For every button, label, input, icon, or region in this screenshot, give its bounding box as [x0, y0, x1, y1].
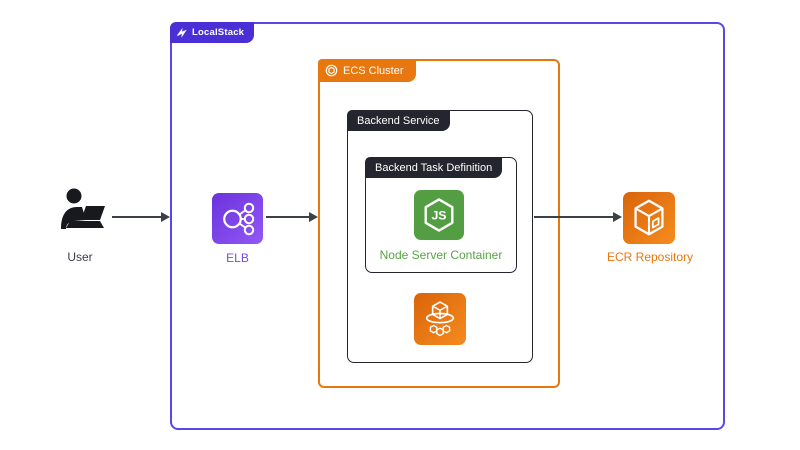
svg-text:JS: JS — [431, 209, 446, 223]
localstack-tab: LocalStack — [170, 22, 255, 43]
localstack-logo-icon — [176, 27, 188, 39]
ecs-cluster-label: ECS Cluster — [343, 64, 404, 77]
elb-label: ELB — [226, 251, 249, 265]
arrow-user-to-localstack — [112, 212, 170, 222]
nodejs-icon: JS — [414, 190, 464, 240]
arrow-backend-service-to-ecr — [534, 212, 622, 222]
ecs-cluster-container — [318, 59, 560, 388]
elastic-load-balancer-icon — [212, 193, 263, 244]
arrow-elb-to-ecs-cluster — [266, 212, 318, 222]
backend-task-definition-label: Backend Task Definition — [375, 161, 493, 174]
ecs-cluster-icon — [325, 64, 338, 77]
localstack-label: LocalStack — [192, 27, 245, 38]
backend-service-label: Backend Service — [357, 114, 440, 127]
ecr-repository-label: ECR Repository — [606, 250, 694, 264]
user-label: User — [67, 250, 93, 264]
localstack-container — [170, 22, 725, 430]
user-at-laptop-icon — [53, 186, 109, 240]
ecs-cluster-tab: ECS Cluster — [318, 59, 416, 82]
ecs-containers-icon — [414, 293, 466, 345]
backend-task-definition-tab: Backend Task Definition — [365, 157, 503, 178]
backend-service-tab: Backend Service — [347, 110, 450, 131]
node-server-container-label: Node Server Container — [379, 248, 503, 262]
ecr-cube-icon — [623, 192, 675, 244]
